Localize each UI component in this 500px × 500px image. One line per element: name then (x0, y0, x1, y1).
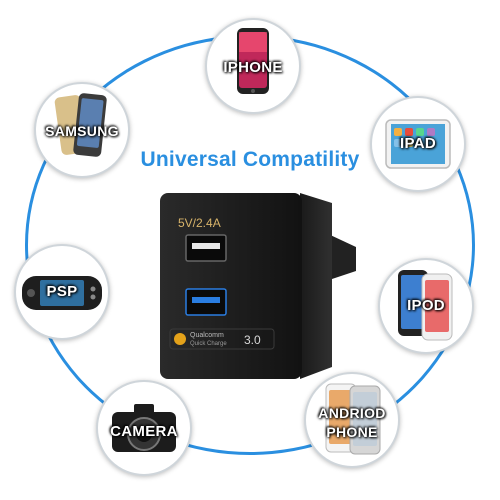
samsung-phone-icon (54, 93, 107, 157)
device-iphone: IPHONE (205, 18, 301, 114)
port2-version: 3.0 (244, 333, 261, 347)
device-ipod: IPOD (378, 258, 474, 354)
device-label: ANDRIOD PHONE (306, 404, 398, 442)
charger-illustration: 5V/2.4A Qualcomm Quick Charge 3.0 (160, 193, 356, 379)
page-title: Universal Compatility (140, 148, 360, 171)
device-samsung: SAMSUNG (34, 82, 130, 178)
device-android-phone: ANDRIOD PHONE (304, 372, 400, 468)
psp-console-icon (22, 276, 102, 310)
ipad-icon (385, 119, 451, 169)
android-phone-icon (325, 383, 381, 455)
device-label: IPHONE (223, 59, 283, 76)
port2-sub: Quick Charge (190, 341, 227, 347)
device-ipad: IPAD (370, 96, 466, 192)
iphone-icon (237, 28, 269, 94)
device-label: PSP (46, 283, 78, 300)
device-label: SAMSUNG (45, 123, 119, 139)
port1-label: 5V/2.4A (178, 216, 221, 230)
device-label: CAMERA (110, 423, 178, 440)
device-label: IPOD (407, 297, 445, 314)
port2-badge: Qualcomm (190, 332, 224, 339)
device-label: IPAD (400, 135, 436, 152)
device-label-line2: PHONE (326, 424, 378, 440)
usb-wall-charger: 5V/2.4A Qualcomm Quick Charge 3.0 (150, 185, 370, 385)
device-camera: CAMERA (96, 380, 192, 476)
device-label-line1: ANDRIOD (318, 405, 386, 421)
camera-icon (112, 404, 176, 452)
ipod-icon (398, 270, 453, 341)
device-psp: PSP (14, 244, 110, 340)
